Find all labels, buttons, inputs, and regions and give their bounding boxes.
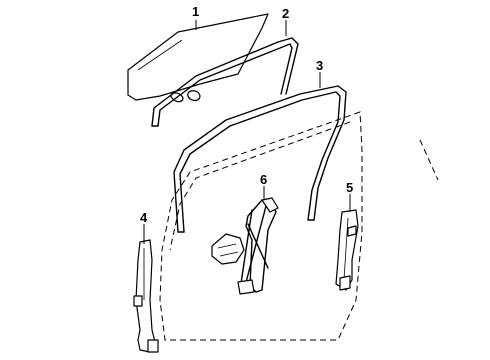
glass-run-channel [151,37,299,127]
callout-1: 1 [192,4,199,19]
callout-4: 4 [140,210,148,225]
callout-6: 6 [260,172,267,187]
door-glass [127,13,269,103]
rear-run-channel [133,239,159,353]
window-regulator [211,197,279,295]
callout-3: 3 [316,58,323,73]
leader-lines [143,20,351,244]
door-outline [159,111,439,341]
callout-5: 5 [346,180,353,195]
weatherstrip [173,85,347,233]
front-run-channel [335,209,359,291]
callout-2: 2 [282,6,289,21]
